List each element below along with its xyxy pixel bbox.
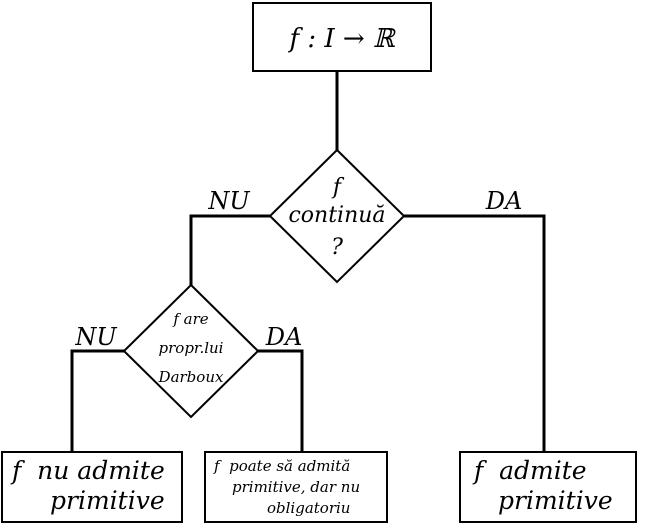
decision-darboux-line1: f are: [172, 310, 208, 328]
result-has-primitive: f admite primitive: [459, 451, 637, 523]
edge-decision2-yes: [258, 349, 304, 452]
label-no-darboux: NU: [74, 323, 117, 351]
label-no-continuity: NU: [207, 187, 250, 215]
result-maybe-primitive: f poate să admită primitive, dar nu obli…: [204, 451, 388, 523]
result-no-primitive-line2: primitive: [50, 486, 165, 515]
connectors: [70, 71, 546, 452]
result-maybe-primitive-line2: primitive, dar nu: [232, 478, 360, 496]
result-no-primitive: f nu admite primitive: [1, 451, 183, 523]
decision-continuity: f continuă ?: [268, 148, 406, 284]
decision-continuity-line2: continuă: [288, 203, 385, 228]
result-maybe-primitive-line1: f poate să admită: [213, 457, 350, 475]
label-yes-darboux: DA: [265, 323, 303, 351]
result-maybe-primitive-line3: obligatoriu: [267, 499, 350, 517]
start-label: f : I → ℝ: [287, 24, 395, 54]
edge-decision1-no: [189, 214, 270, 285]
result-has-primitive-line1: f admite: [472, 456, 587, 485]
result-has-primitive-line2: primitive: [498, 486, 613, 515]
edge-decision1-yes: [404, 214, 546, 452]
decision-darboux-line2: propr.lui: [159, 339, 224, 357]
decision-darboux-line3: Darboux: [158, 368, 224, 386]
decision-darboux: f are propr.lui Darboux: [122, 283, 260, 419]
label-yes-continuity: DA: [485, 187, 523, 215]
decision-continuity-line3: ?: [331, 235, 343, 260]
edge-decision2-no: [70, 349, 124, 452]
start-box: f : I → ℝ: [252, 2, 432, 72]
result-no-primitive-line1: f nu admite: [10, 456, 165, 485]
